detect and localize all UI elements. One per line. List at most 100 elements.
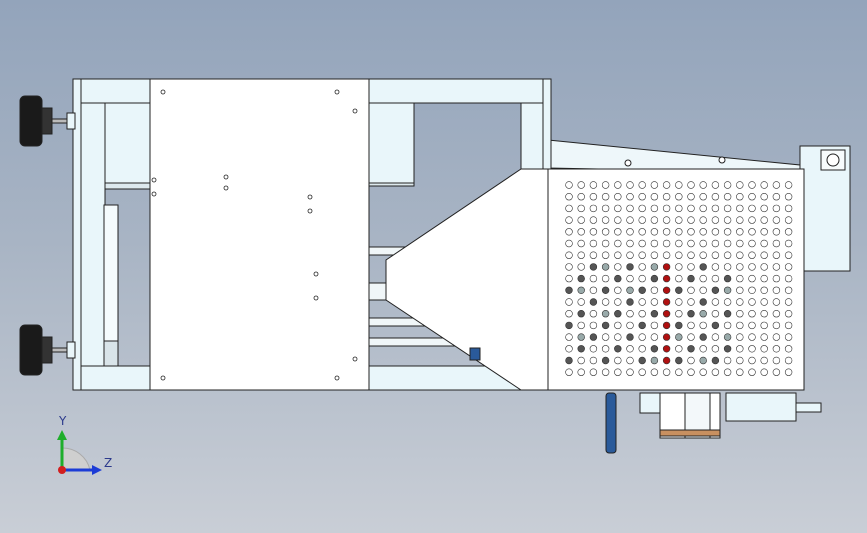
frame-right-post bbox=[520, 102, 544, 170]
hopper bbox=[385, 168, 549, 391]
panel-hole bbox=[650, 345, 659, 353]
left-plate bbox=[103, 204, 119, 342]
panel-hole bbox=[723, 321, 732, 330]
panel-hole bbox=[711, 321, 720, 330]
panel-hole bbox=[638, 263, 646, 271]
panel-hole bbox=[565, 251, 573, 259]
panel-hole bbox=[662, 368, 671, 376]
panel-hole bbox=[601, 239, 610, 248]
panel-hole bbox=[760, 216, 768, 224]
panel-hole bbox=[589, 356, 598, 365]
panel-hole bbox=[723, 298, 732, 306]
panel-hole bbox=[760, 239, 768, 248]
panel-hole bbox=[650, 181, 659, 189]
panel-hole bbox=[687, 263, 695, 271]
panel-hole bbox=[662, 216, 671, 224]
panel-hole bbox=[589, 239, 598, 248]
panel-hole bbox=[784, 181, 793, 189]
panel-hole bbox=[626, 251, 634, 259]
panel-hole bbox=[748, 333, 756, 341]
panel-hole bbox=[723, 204, 732, 213]
panel-hole bbox=[565, 286, 573, 294]
panel-hole bbox=[662, 204, 671, 213]
panel-hole bbox=[723, 333, 732, 341]
panel-hole bbox=[711, 181, 720, 189]
panel-hole bbox=[638, 310, 646, 318]
panel-hole bbox=[614, 193, 622, 201]
panel-hole bbox=[662, 181, 671, 189]
panel-hole bbox=[589, 263, 598, 271]
left-foot-top bbox=[19, 95, 76, 147]
mounting-hole bbox=[223, 174, 229, 180]
panel-hole bbox=[565, 274, 573, 283]
panel-hole bbox=[736, 310, 744, 318]
panel-hole bbox=[589, 333, 598, 341]
panel-hole bbox=[577, 286, 585, 294]
upper-inner-box bbox=[104, 102, 151, 184]
panel-hole bbox=[589, 345, 598, 353]
panel-hole bbox=[626, 228, 634, 236]
panel-hole bbox=[687, 181, 695, 189]
panel-hole bbox=[784, 345, 793, 353]
panel-hole bbox=[614, 321, 622, 330]
panel-hole bbox=[662, 298, 671, 306]
panel-hole bbox=[784, 204, 793, 213]
panel-hole bbox=[675, 239, 683, 248]
panel-hole bbox=[784, 286, 793, 294]
panel-hole bbox=[687, 298, 695, 306]
triad-origin bbox=[58, 466, 66, 474]
panel-hole bbox=[687, 286, 695, 294]
panel-hole bbox=[601, 228, 610, 236]
panel-hole bbox=[614, 298, 622, 306]
panel-hole bbox=[650, 251, 659, 259]
panel-hole bbox=[662, 274, 671, 283]
panel-hole bbox=[614, 286, 622, 294]
panel-hole bbox=[638, 368, 646, 376]
panel-hole bbox=[699, 356, 707, 365]
panel-hole bbox=[687, 356, 695, 365]
panel-hole bbox=[675, 298, 683, 306]
panel-hole bbox=[577, 228, 585, 236]
panel-hole bbox=[565, 310, 573, 318]
panel-hole bbox=[772, 181, 781, 189]
panel-hole bbox=[565, 181, 573, 189]
panel-hole bbox=[675, 274, 683, 283]
panel-hole bbox=[626, 321, 634, 330]
panel-hole bbox=[614, 368, 622, 376]
panel-hole bbox=[577, 239, 585, 248]
panel-hole bbox=[626, 298, 634, 306]
panel-hole bbox=[614, 239, 622, 248]
panel-hole bbox=[736, 333, 744, 341]
panel-hole bbox=[711, 263, 720, 271]
panel-hole bbox=[565, 228, 573, 236]
frame-left-inner-post bbox=[80, 102, 106, 367]
panel-hole bbox=[565, 333, 573, 341]
panel-hole bbox=[565, 356, 573, 365]
panel-hole bbox=[638, 181, 646, 189]
panel-hole bbox=[760, 345, 768, 353]
panel-hole bbox=[699, 216, 707, 224]
panel-hole bbox=[638, 298, 646, 306]
panel-hole bbox=[687, 239, 695, 248]
panel-hole bbox=[650, 298, 659, 306]
panel-hole bbox=[699, 286, 707, 294]
panel-hole bbox=[662, 321, 671, 330]
panel-hole bbox=[772, 368, 781, 376]
panel-hole bbox=[687, 204, 695, 213]
panel-hole bbox=[650, 310, 659, 318]
panel-hole bbox=[772, 228, 781, 236]
panel-hole bbox=[736, 251, 744, 259]
panel-hole bbox=[687, 310, 695, 318]
mounting-hole bbox=[223, 185, 229, 191]
panel-hole bbox=[772, 239, 781, 248]
panel-hole bbox=[675, 321, 683, 330]
panel-hole bbox=[601, 345, 610, 353]
panel-hole bbox=[772, 274, 781, 283]
panel-hole bbox=[589, 298, 598, 306]
panel-hole bbox=[748, 286, 756, 294]
panel-hole bbox=[614, 333, 622, 341]
panel-hole bbox=[736, 368, 744, 376]
panel-hole bbox=[662, 310, 671, 318]
panel-hole bbox=[638, 333, 646, 341]
